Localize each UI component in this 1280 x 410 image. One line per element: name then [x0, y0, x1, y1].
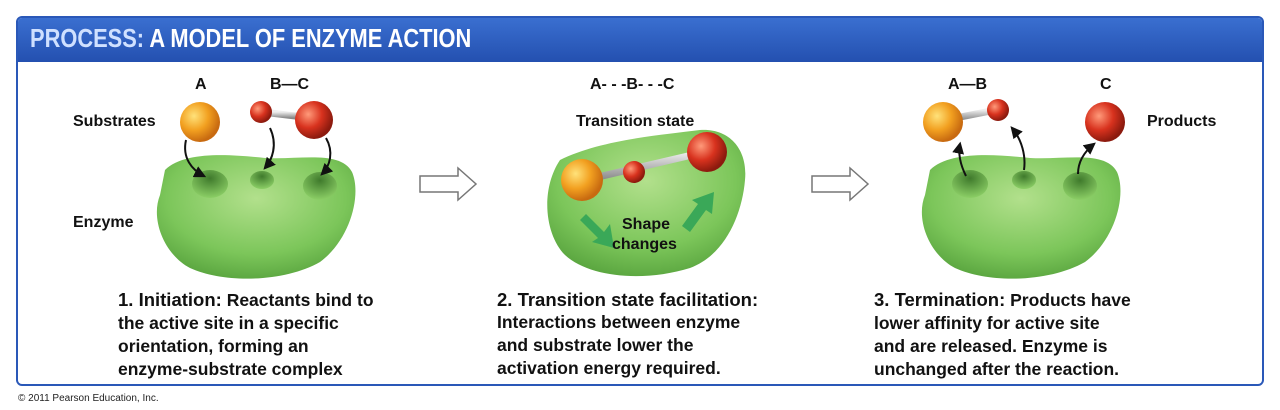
- active-site-pocket: [250, 171, 274, 189]
- caption-line: and substrate lower the: [497, 335, 694, 355]
- caption-line: activation energy required.: [497, 358, 721, 378]
- atom-c: [295, 101, 333, 139]
- step-arrow-1: [419, 166, 478, 202]
- active-site-pocket: [192, 170, 228, 198]
- caption-line: lower affinity for active site: [874, 313, 1100, 333]
- caption-line: and are released. Enzyme is: [874, 336, 1108, 356]
- figure-title: PROCESS: A MODEL OF ENZYME ACTION: [30, 23, 471, 54]
- atom-c: [1085, 102, 1125, 142]
- caption-line: the active site in a specific: [118, 313, 339, 333]
- atom-b: [623, 161, 645, 183]
- binding-arrow: [184, 139, 207, 178]
- bond: [584, 148, 706, 184]
- release-arrow: [1077, 142, 1096, 175]
- transition-state-label: Transition state: [576, 113, 695, 130]
- atom-a: [180, 102, 220, 142]
- release-arrow: [952, 141, 967, 177]
- shape-change-arrow: [682, 192, 714, 232]
- atom-label-bc: B—C: [270, 76, 310, 93]
- active-site-pocket: [303, 172, 337, 200]
- title-main: A MODEL OF ENZYME ACTION: [149, 23, 472, 53]
- caption-text: Reactants bind to: [226, 290, 374, 310]
- active-site-pocket: [1012, 171, 1036, 189]
- release-arrow: [1010, 126, 1026, 171]
- binding-arrow: [263, 127, 276, 170]
- caption-termination: 3. Termination: Products have lower affi…: [874, 288, 1131, 381]
- caption-line: Interactions between enzyme: [497, 312, 741, 332]
- active-site-pocket: [1063, 172, 1097, 200]
- caption-heading: 3. Termination:: [874, 289, 1006, 310]
- stage-1-initiation: [156, 101, 356, 279]
- shape-label: Shape: [622, 216, 671, 233]
- atom-label-ab: A—B: [948, 76, 988, 93]
- enzyme-label: Enzyme: [73, 214, 134, 231]
- caption-heading: 2. Transition state facilitation:: [497, 289, 759, 310]
- products-label: Products: [1147, 113, 1217, 130]
- title-prefix: PROCESS:: [30, 23, 145, 53]
- atom-c: [687, 132, 727, 172]
- atom-b: [987, 99, 1009, 121]
- atom-label-abc: A- - -B- - -C: [590, 76, 675, 93]
- atom-label-c: C: [1100, 76, 1112, 93]
- stage-3-termination: [921, 99, 1125, 279]
- copyright-notice: © 2011 Pearson Education, Inc.: [18, 393, 159, 404]
- stage-2-transition: [547, 129, 746, 277]
- caption-line: unchanged after the reaction.: [874, 359, 1120, 379]
- caption-line: orientation, forming an: [118, 336, 309, 356]
- caption-transition: 2. Transition state facilitation: Intera…: [497, 288, 758, 380]
- atom-a: [561, 159, 603, 201]
- active-site-pocket: [952, 170, 988, 198]
- step-arrow-2: [811, 166, 870, 202]
- caption-heading: 1. Initiation:: [118, 289, 222, 310]
- atom-label-a: A: [195, 76, 207, 93]
- atom-b: [250, 101, 272, 123]
- atom-a: [923, 102, 963, 142]
- title-bar: PROCESS: A MODEL OF ENZYME ACTION: [18, 18, 1262, 62]
- binding-arrow: [320, 137, 334, 176]
- shape-change-arrow: [580, 214, 614, 248]
- caption-line: enzyme-substrate complex: [118, 359, 343, 379]
- changes-label: changes: [612, 236, 677, 253]
- caption-text: Products have: [1010, 290, 1131, 310]
- substrates-label: Substrates: [73, 113, 156, 130]
- caption-initiation: 1. Initiation: Reactants bind to the act…: [118, 288, 374, 381]
